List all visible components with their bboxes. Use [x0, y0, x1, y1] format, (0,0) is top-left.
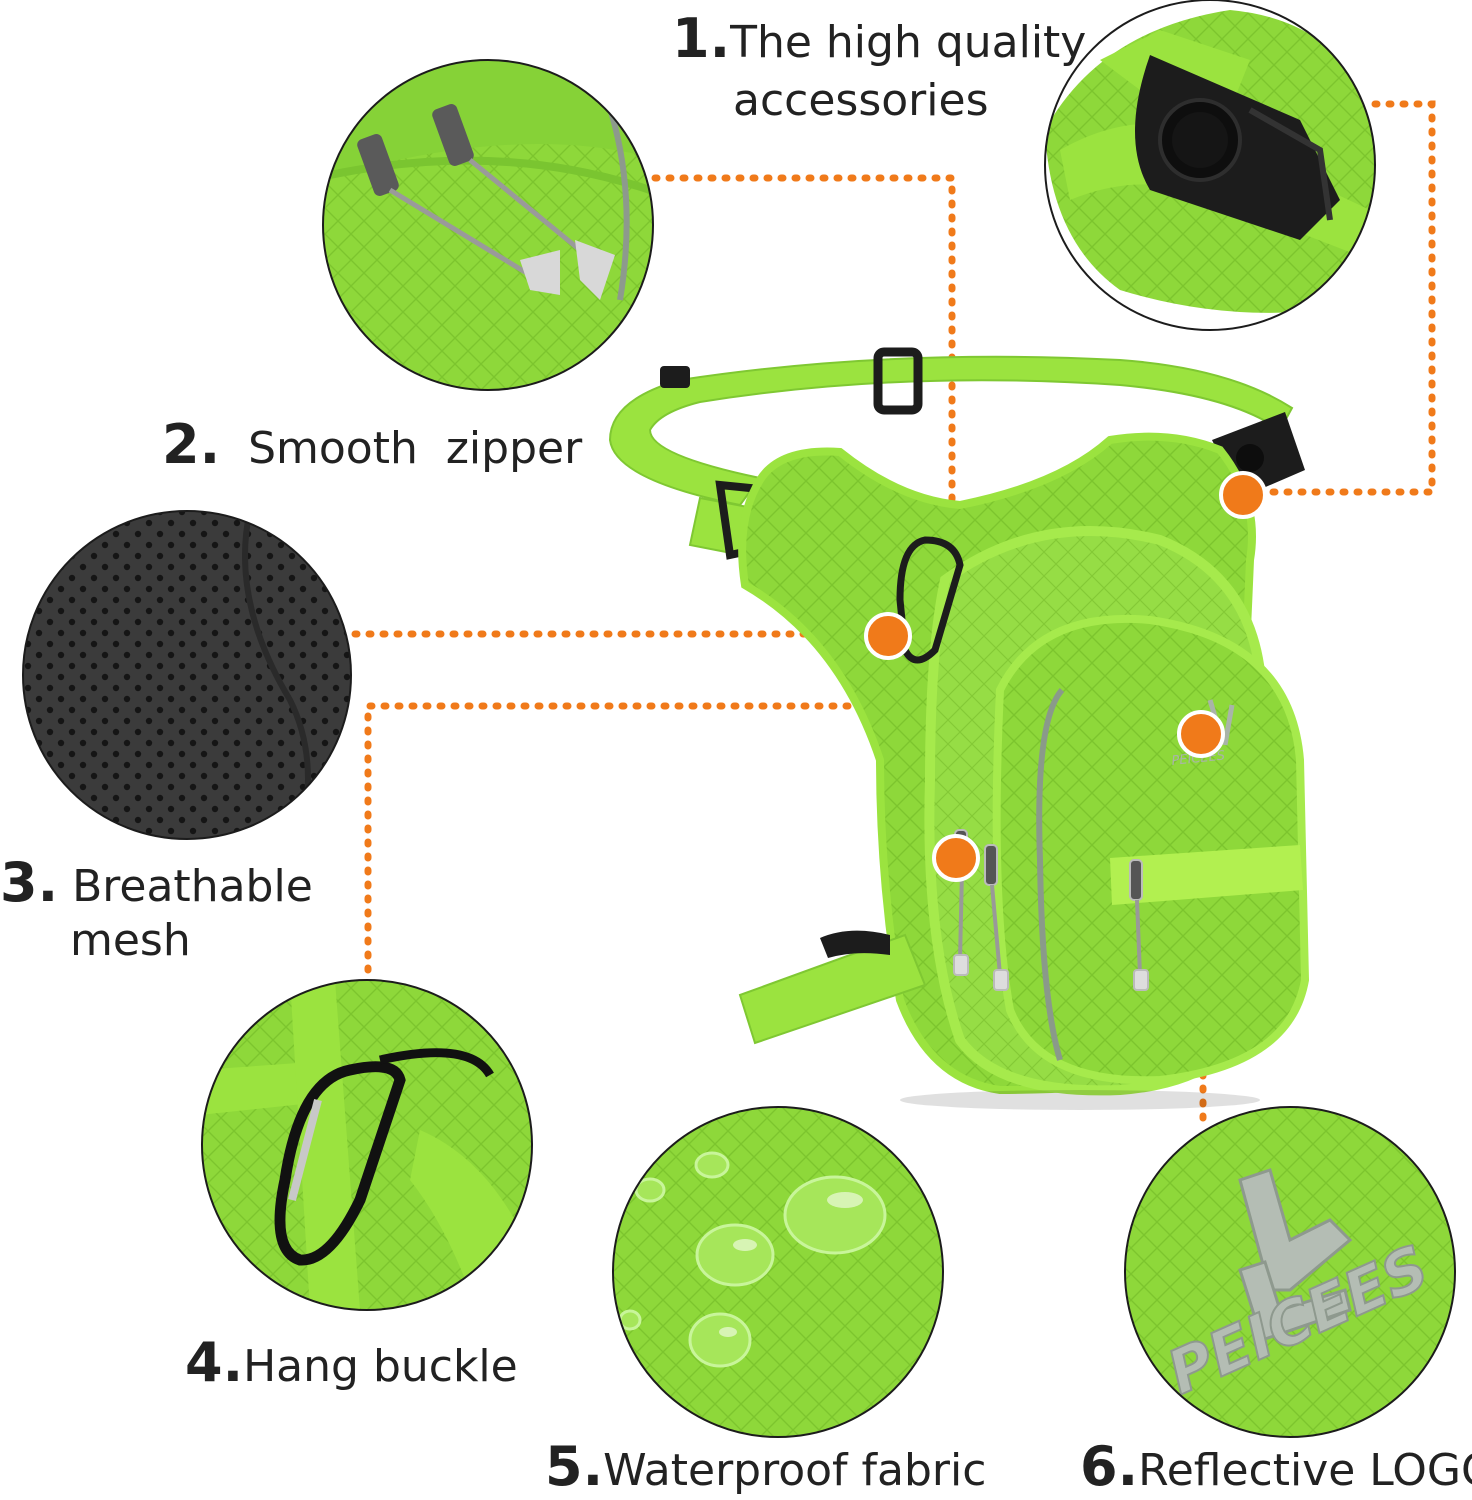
- feature-text: accessories: [733, 75, 989, 126]
- feature-number: 1.: [672, 7, 731, 70]
- feature-label-waterproof: 5.Waterproof fabric: [545, 1440, 986, 1498]
- hotspot-markers: [864, 471, 1267, 882]
- hotspot-logo: [1177, 710, 1225, 758]
- detail-circle-waterproof: [613, 1107, 943, 1437]
- feature-label-mesh: 3. Breathable: [0, 856, 313, 914]
- bag-carabiner: [896, 536, 964, 664]
- front-zipper-band: [1110, 845, 1303, 905]
- feature-number: 3.: [0, 851, 59, 914]
- hotspot-accessories: [1219, 471, 1267, 519]
- feature-text: mesh: [70, 915, 191, 966]
- feature-label-hang-buckle: 4.Hang buckle: [185, 1336, 518, 1394]
- feature-text: Hang buckle: [243, 1341, 518, 1392]
- feature-text: Waterproof fabric: [603, 1445, 987, 1496]
- feature-text: Breathable: [72, 861, 313, 912]
- feature-label-mesh-line2: mesh: [70, 914, 191, 968]
- detail-circle-accessories: [1045, 0, 1375, 330]
- belt-end-clip: [660, 366, 690, 388]
- hotspot-buckle: [864, 612, 912, 660]
- belt-slider-buckle: [873, 347, 923, 415]
- leg-strap: [738, 933, 927, 1045]
- feature-label-accessories-line2: accessories: [733, 74, 989, 128]
- feature-label-accessories: 1.The high quality: [672, 12, 1086, 70]
- detail-circle-reflective-logo: PEICEES: [1125, 1107, 1455, 1437]
- feature-label-zipper: 2. Smooth zipper: [162, 418, 582, 476]
- hotspot-zipper: [932, 834, 980, 882]
- feature-text: Smooth zipper: [248, 423, 583, 474]
- detail-circle-zipper: [323, 60, 653, 390]
- feature-text: The high quality: [730, 17, 1087, 68]
- feature-label-reflective-logo: 6.Reflective LOGO: [1080, 1440, 1472, 1498]
- feature-number: 5.: [545, 1435, 604, 1498]
- feature-number: 6.: [1080, 1435, 1139, 1498]
- feature-number: 4.: [185, 1331, 244, 1394]
- reflective-piping: [1036, 687, 1065, 1061]
- feature-number: 2.: [162, 413, 221, 476]
- leader-line-accessories: [1241, 100, 1436, 496]
- waist-belt: [608, 355, 1294, 507]
- leader-line-buckle: [364, 636, 894, 974]
- detail-circle-mesh: [23, 511, 351, 839]
- leg-bag-product: PEICEES: [608, 347, 1310, 1110]
- feature-text: Reflective LOGO: [1138, 1445, 1472, 1496]
